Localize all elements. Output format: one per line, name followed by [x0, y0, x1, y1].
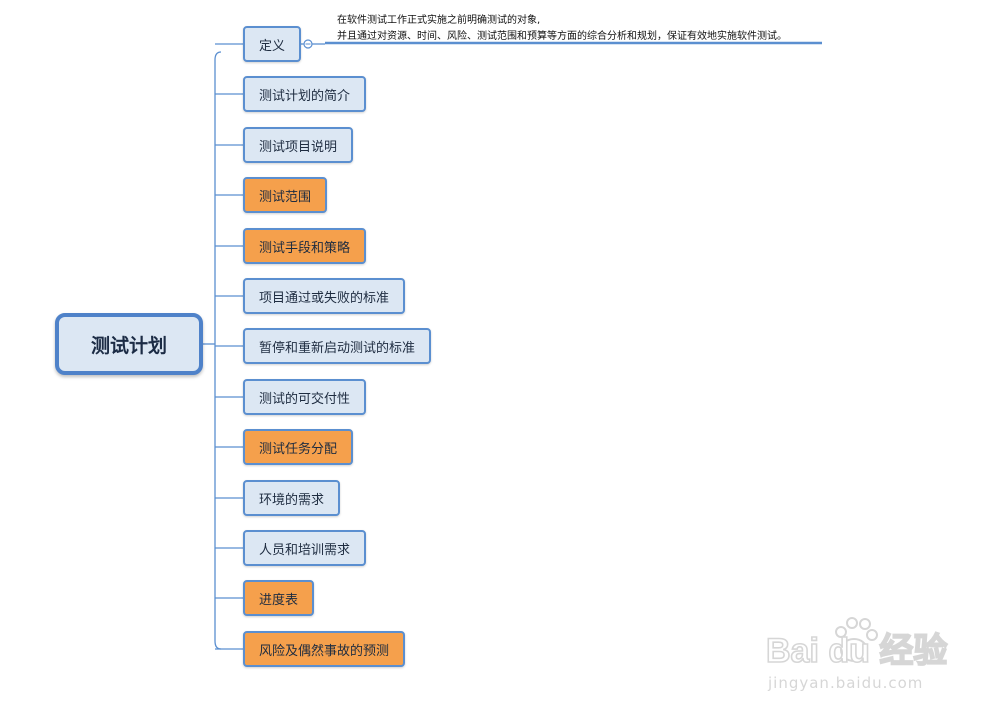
paw-pad-icon [840, 638, 868, 662]
branch-label: 测试范围 [259, 189, 312, 205]
branch-node[interactable]: 测试计划的简介 [243, 76, 367, 112]
branch-node[interactable]: 人员和培训需求 [243, 530, 367, 566]
definition-note: 在软件测试工作正式实施之前明确测试的对象, 并且通过对资源、时间、风险、测试范围… [337, 13, 787, 45]
definition-note-line1: 在软件测试工作正式实施之前明确测试的对象, [337, 15, 541, 26]
branch-label: 测试的可交付性 [259, 391, 351, 407]
collapse-toggle-icon [303, 39, 313, 49]
branch-label: 暂停和重新启动测试的标准 [259, 340, 416, 356]
branch-label: 测试任务分配 [259, 441, 338, 457]
watermark-logo-text: Bai du 经验 [766, 631, 947, 670]
branch-label: 测试计划的简介 [259, 88, 351, 104]
branch-node[interactable]: 风险及偶然事故的预测 [243, 631, 406, 667]
branch-node[interactable]: 暂停和重新启动测试的标准 [243, 328, 432, 364]
branch-label: 测试项目说明 [259, 139, 338, 155]
baidu-jingyan-watermark: Bai du 经验 jingyan.baidu.com [766, 610, 966, 700]
branch-node[interactable]: 进度表 [243, 580, 315, 616]
branch-node[interactable]: 测试任务分配 [243, 429, 354, 465]
branch-node[interactable]: 定义 [243, 26, 302, 62]
branch-label: 人员和培训需求 [259, 542, 351, 558]
baidu-logo: Bai du 经验 [766, 617, 948, 671]
branch-label: 项目通过或失败的标准 [259, 290, 390, 306]
branch-label: 测试手段和策略 [259, 240, 351, 256]
branch-label: 环境的需求 [259, 492, 325, 508]
branch-node[interactable]: 测试的可交付性 [243, 379, 367, 415]
root-node[interactable]: 测试计划 [55, 313, 203, 375]
branch-label: 进度表 [259, 592, 299, 608]
definition-note-line2: 并且通过对资源、时间、风险、测试范围和预算等方面的综合分析和规划，保证有效地实施… [337, 31, 787, 42]
branch-node[interactable]: 测试范围 [243, 177, 328, 213]
root-label: 测试计划 [90, 334, 167, 357]
connector-spine [214, 51, 222, 650]
branch-node[interactable]: 测试手段和策略 [243, 228, 367, 264]
branch-node[interactable]: 项目通过或失败的标准 [243, 278, 406, 314]
branch-label: 风险及偶然事故的预测 [259, 643, 390, 659]
branch-label: 定义 [259, 38, 286, 54]
branch-node[interactable]: 环境的需求 [243, 480, 341, 516]
branch-node[interactable]: 测试项目说明 [243, 127, 354, 163]
watermark-url: jingyan.baidu.com [768, 674, 924, 692]
